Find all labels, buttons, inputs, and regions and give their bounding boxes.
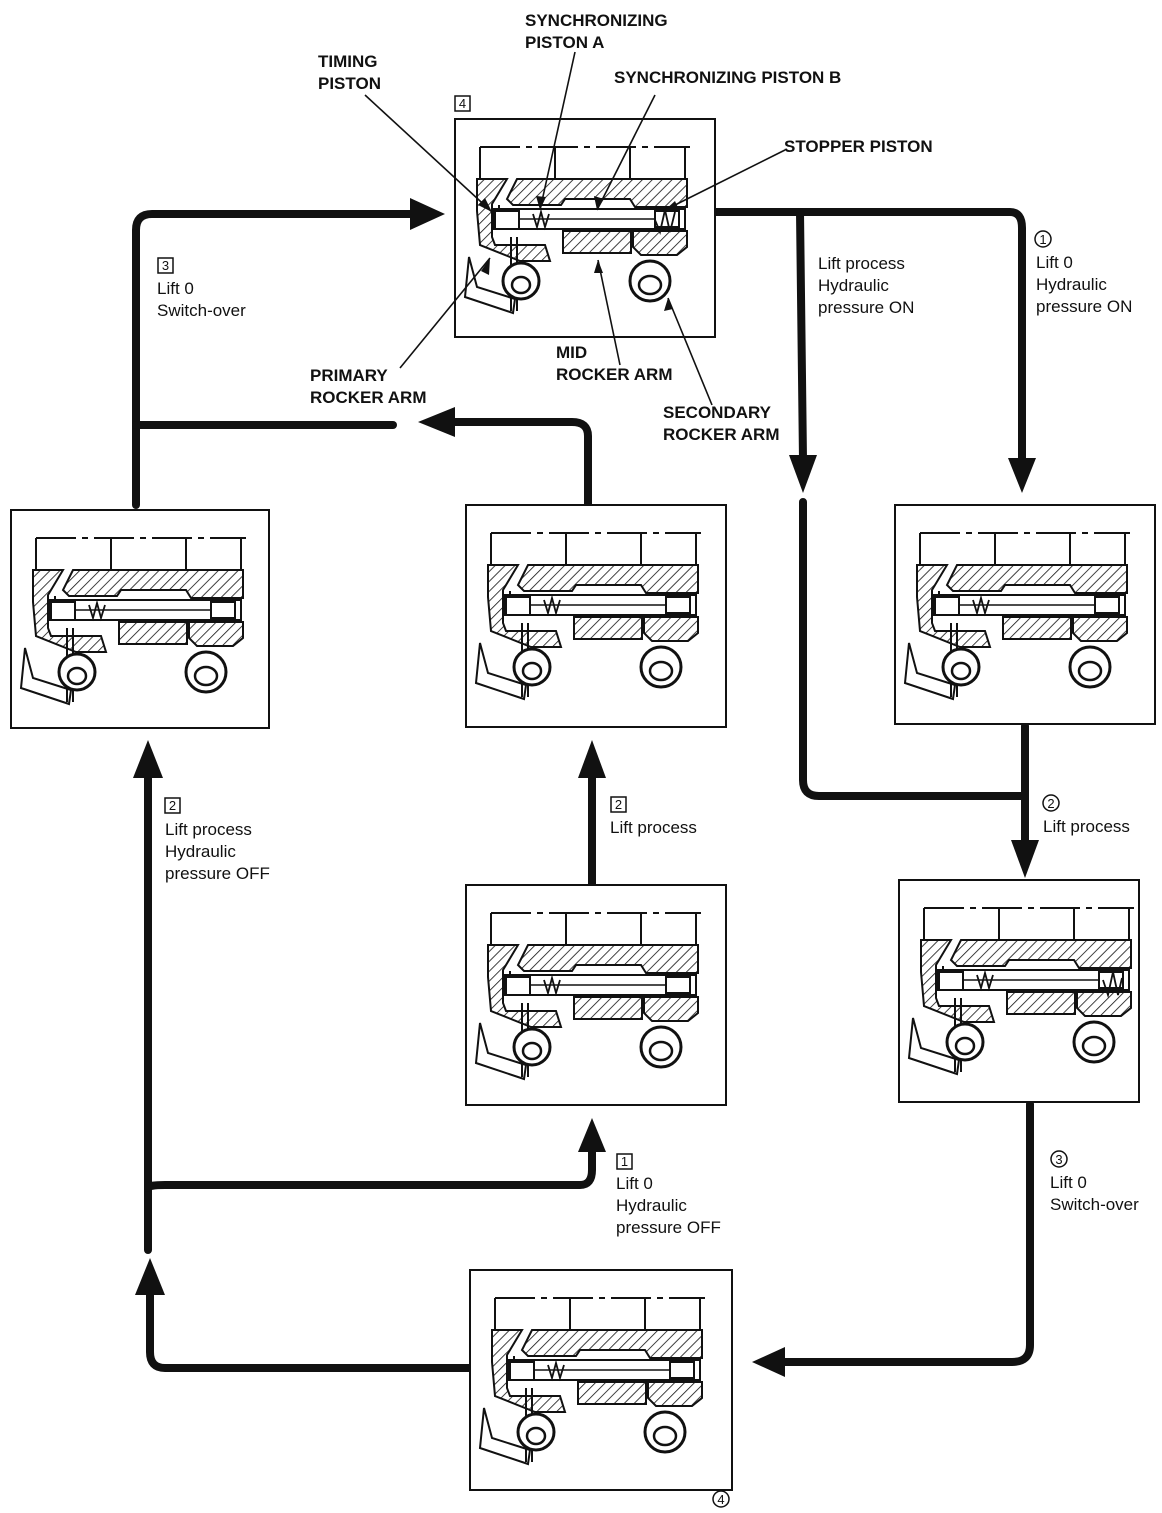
- caption-square-1: 1 Lift 0 Hydraulic pressure OFF: [616, 1153, 721, 1237]
- marker-square-4-top: 4: [454, 95, 471, 112]
- svg-text:Lift 0: Lift 0: [1050, 1173, 1087, 1192]
- svg-text:Lift process: Lift process: [1043, 817, 1130, 836]
- svg-text:pressure OFF: pressure OFF: [616, 1218, 721, 1237]
- caption-circle-1: 1 Lift 0 Hydraulic pressure ON: [1034, 230, 1132, 316]
- svg-text:Lift 0: Lift 0: [157, 279, 194, 298]
- marker-circle-4: 4: [712, 1490, 730, 1508]
- svg-text:Lift 0: Lift 0: [616, 1174, 653, 1193]
- panel-center: [465, 504, 727, 728]
- svg-text:pressure ON: pressure ON: [818, 298, 914, 317]
- label-timing-line1: TIMING: [318, 52, 378, 71]
- label-primary-line2: ROCKER ARM: [310, 388, 426, 407]
- leader-heads: [478, 196, 679, 311]
- svg-text:Hydraulic: Hydraulic: [165, 842, 236, 861]
- svg-text:3: 3: [1055, 1152, 1062, 1167]
- arrowhead-up-left: [133, 740, 163, 778]
- arrow-branch-to-center-low: [144, 1139, 596, 1192]
- caption-square-2-center: 2 Lift process: [610, 796, 697, 837]
- arrow-right-low-to-bottom: [774, 1100, 1034, 1366]
- leader-mid: [597, 259, 621, 366]
- svg-text:3: 3: [162, 258, 169, 273]
- svg-text:1: 1: [1039, 232, 1046, 247]
- arrow-top-to-right: [711, 208, 1026, 474]
- svg-text:Hydraulic: Hydraulic: [818, 276, 889, 295]
- arrowhead-up-center: [578, 740, 606, 778]
- label-secondary-line1: SECONDARY: [663, 403, 772, 422]
- caption-lift-process-on: Lift process Hydraulic pressure ON: [818, 254, 914, 317]
- caption-circle-3: 3 Lift 0 Switch-over: [1050, 1150, 1139, 1214]
- svg-text:2: 2: [615, 797, 622, 812]
- label-sync-a-line2: PISTON A: [525, 33, 604, 52]
- arrowhead-up-left-low: [135, 1258, 165, 1295]
- panel-bottom: [469, 1269, 733, 1491]
- label-stopper: STOPPER PISTON: [784, 137, 933, 156]
- arrow-switch-over-to-top: [132, 210, 422, 509]
- caption-circle-2: 2 Lift process: [1042, 794, 1130, 836]
- leader-primary: [399, 257, 491, 369]
- label-primary-line1: PRIMARY: [310, 366, 388, 385]
- panel-center-low: [465, 884, 727, 1106]
- leader-lines: [364, 51, 786, 406]
- svg-text:4: 4: [717, 1492, 724, 1507]
- leader-sync-a: [539, 51, 576, 211]
- arrowhead-down-right-low: [1011, 840, 1039, 878]
- caption-square-2-left: 2 Lift process Hydraulic pressure OFF: [164, 797, 270, 883]
- arrow-center-to-return: [441, 418, 592, 509]
- svg-text:Lift 0: Lift 0: [1036, 253, 1073, 272]
- svg-text:2: 2: [1047, 796, 1054, 811]
- label-timing-line2: PISTON: [318, 74, 381, 93]
- arrowhead-down-right: [1008, 458, 1036, 493]
- leader-secondary: [667, 297, 713, 406]
- svg-text:Hydraulic: Hydraulic: [616, 1196, 687, 1215]
- arrow-mid-down-to-right-low: [799, 498, 1029, 800]
- svg-text:Lift process: Lift process: [610, 818, 697, 837]
- svg-text:Hydraulic: Hydraulic: [1036, 275, 1107, 294]
- svg-text:2: 2: [169, 798, 176, 813]
- label-sync-a-line1: SYNCHRONIZING: [525, 11, 668, 30]
- svg-text:Switch-over: Switch-over: [1050, 1195, 1139, 1214]
- leader-sync-b: [596, 94, 656, 211]
- label-secondary-line2: ROCKER ARM: [663, 425, 779, 444]
- svg-text:pressure ON: pressure ON: [1036, 297, 1132, 316]
- arrow-heads: [133, 198, 1039, 1377]
- label-sync-b: SYNCHRONIZING PISTON B: [614, 68, 841, 87]
- panel-left: [10, 509, 270, 729]
- svg-text:4: 4: [459, 96, 466, 111]
- panel-right-low: [898, 879, 1140, 1103]
- arrowhead-up-center-low: [578, 1118, 606, 1152]
- panel-top: [454, 118, 716, 338]
- arrowhead-right-top: [410, 198, 445, 230]
- leader-stopper: [664, 149, 786, 211]
- arrowhead-left-bottom: [752, 1347, 785, 1377]
- svg-text:1: 1: [621, 1154, 628, 1169]
- arrow-bottom-to-left: [146, 1286, 477, 1372]
- svg-text:Lift process: Lift process: [818, 254, 905, 273]
- caption-square-3: 3 Lift 0 Switch-over: [157, 257, 246, 320]
- svg-text:Switch-over: Switch-over: [157, 301, 246, 320]
- flow-arrows: [132, 208, 1034, 1372]
- svg-text:pressure OFF: pressure OFF: [165, 864, 270, 883]
- panel-right: [894, 504, 1156, 725]
- arrowhead-left-return: [418, 407, 455, 437]
- arrow-top-to-mid-down: [796, 208, 807, 464]
- arrowhead-down-mid: [789, 455, 817, 493]
- label-mid-line1: MID: [556, 343, 587, 362]
- svg-text:Lift process: Lift process: [165, 820, 252, 839]
- leader-timing: [364, 94, 493, 213]
- label-mid-line2: ROCKER ARM: [556, 365, 672, 384]
